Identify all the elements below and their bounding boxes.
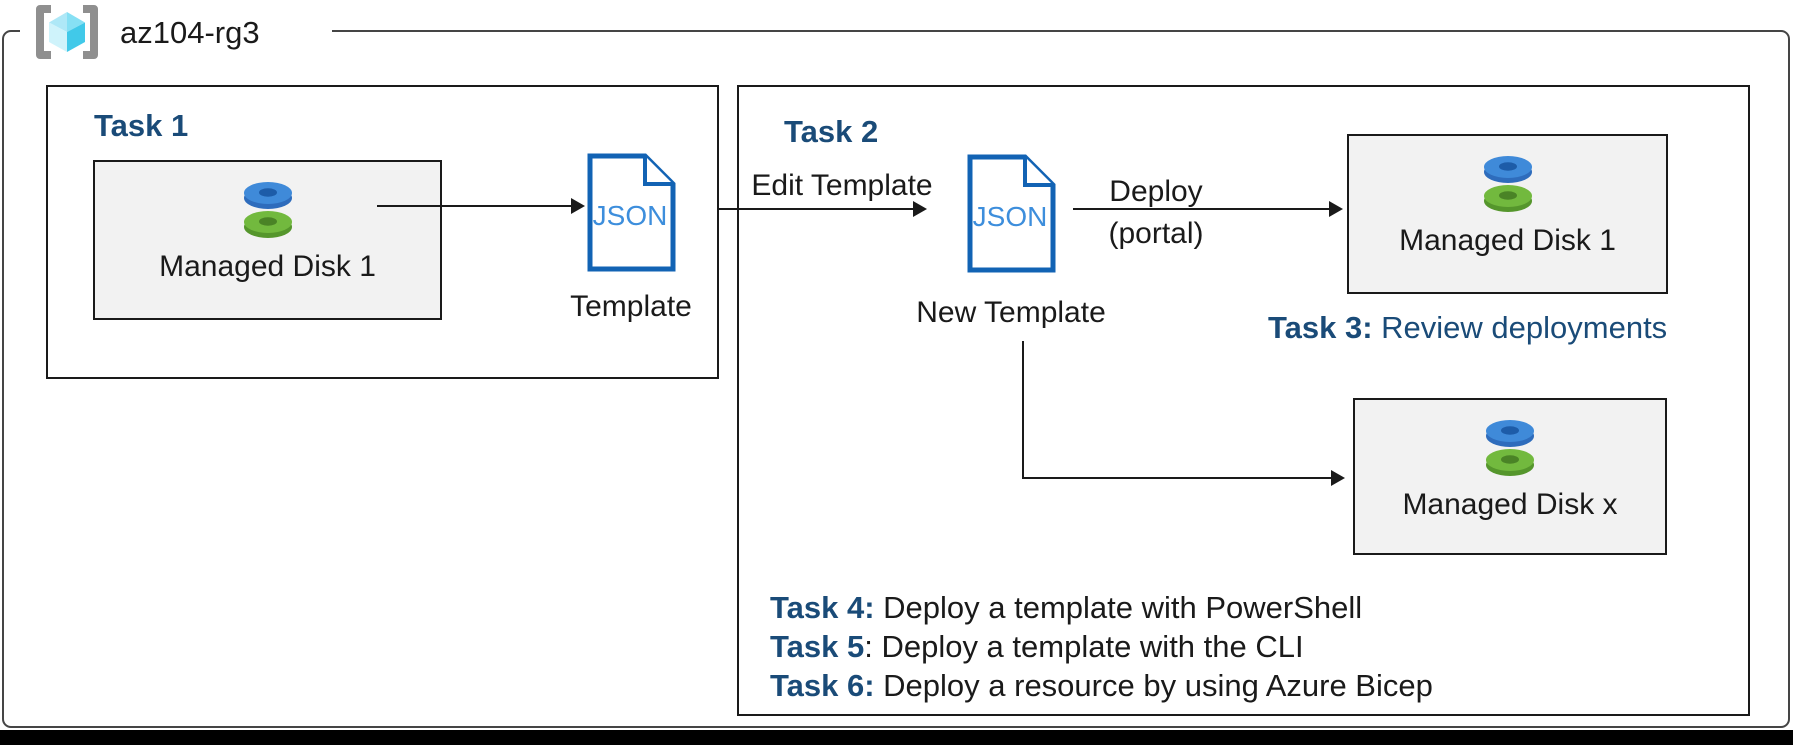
json-new-template-icon: JSON [967,154,1056,273]
task4-text: Deploy a template with PowerShell [874,590,1363,625]
json-icon-text: JSON [973,201,1048,232]
deploy-label: Deploy [1109,175,1203,208]
task5-text: : Deploy a template with the CLI [864,629,1304,664]
arrowhead-disk-to-template [571,198,585,214]
task2-title: Task 2 [784,114,879,149]
managed-disk-1-box-task2: Managed Disk 1 [1347,134,1668,294]
managed-disk-x-box: Managed Disk x [1353,398,1667,555]
task6-note: Task 6: Deploy a resource by using Azure… [770,666,1433,705]
managed-disk-icon [1486,420,1534,476]
arrow-deploy-portal [1073,208,1331,210]
json-template-icon: JSON [587,153,676,272]
arrowhead-deploy-portal [1329,201,1343,217]
task3-text: Review deployments [1372,310,1668,345]
task3-prefix: Task 3: [1268,310,1373,345]
managed-disk-1-box-task1: Managed Disk 1 [93,160,442,320]
resource-group-icon [36,5,98,59]
task1-title: Task 1 [94,108,189,143]
managed-disk-x-label: Managed Disk x [1402,488,1618,521]
task5-prefix: Task 5 [770,629,865,664]
task3-note: Task 3: Review deployments [1268,310,1667,346]
json-icon-text: JSON [593,200,668,231]
task1-box [46,85,719,379]
elbow-connector-vertical [1022,341,1024,479]
task6-text: Deploy a resource by using Azure Bicep [874,668,1433,703]
managed-disk-1-label: Managed Disk 1 [159,250,376,283]
task4-note: Task 4: Deploy a template with PowerShel… [770,588,1433,627]
arrowhead-to-disk-x [1331,470,1345,486]
deploy-portal-sublabel: (portal) [1108,217,1204,250]
arrow-edit-template [717,208,916,210]
template-caption: Template [570,290,692,323]
bottom-black-bar [0,730,1793,745]
managed-disk-1-label: Managed Disk 1 [1399,224,1616,257]
task6-prefix: Task 6: [770,668,875,703]
arrow-disk-to-template [377,205,573,207]
elbow-connector-horizontal [1022,477,1333,479]
resource-group-border [2,30,1790,728]
new-template-caption: New Template [916,296,1106,329]
resource-group-name: az104-rg3 [120,15,260,50]
managed-disk-icon [1483,156,1532,212]
edit-template-label: Edit Template [751,169,933,202]
task2-box [737,85,1750,716]
task5-note: Task 5: Deploy a template with the CLI [770,627,1433,666]
task4-prefix: Task 4: [770,590,875,625]
arrowhead-edit-template [913,201,927,217]
managed-disk-icon [243,182,292,238]
task-notes: Task 4: Deploy a template with PowerShel… [770,588,1433,705]
